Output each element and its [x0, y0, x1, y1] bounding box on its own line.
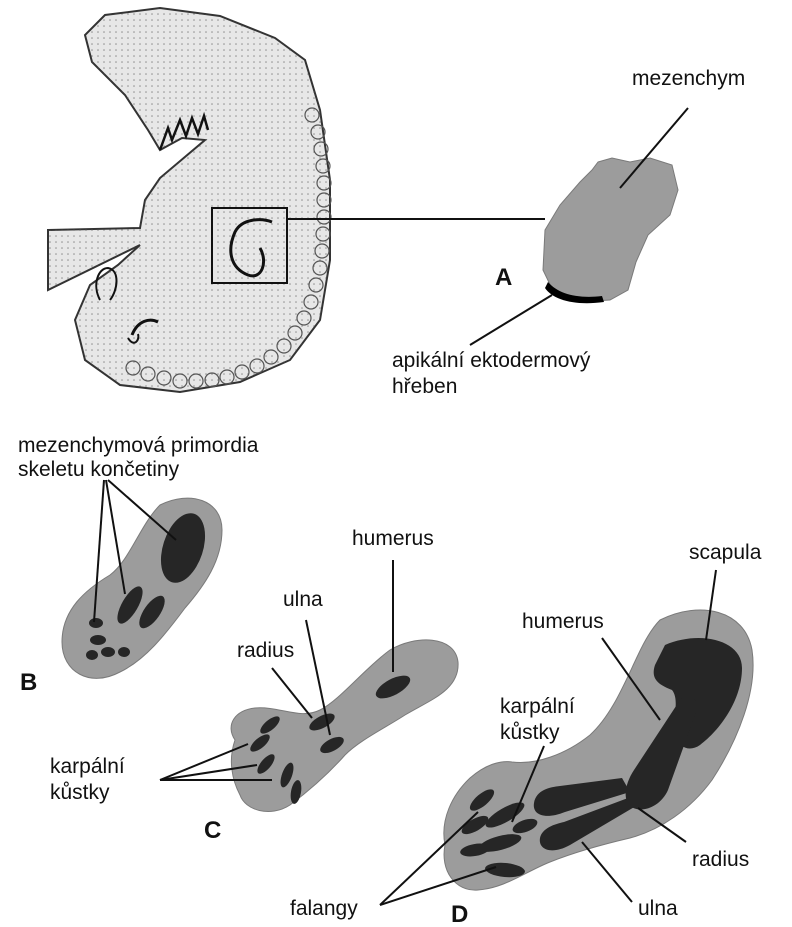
label-radius-c: radius	[237, 639, 294, 662]
limb-bud-a	[470, 108, 688, 345]
label-humerus-d: humerus	[522, 610, 604, 633]
panel-label-c: C	[204, 817, 221, 844]
label-primordia-2: skeletu končetiny	[18, 458, 180, 481]
label-humerus-c: humerus	[352, 527, 434, 550]
label-karpalni-c: karpální	[50, 755, 125, 778]
label-ulna-c: ulna	[283, 588, 323, 611]
label-falangy-d: falangy	[290, 897, 358, 920]
label-primordia: mezenchymová primordia	[18, 434, 259, 457]
label-mezenchym: mezenchym	[632, 67, 745, 90]
label-karpalni-d: karpální	[500, 695, 575, 718]
label-karpalni-c-2: kůstky	[50, 781, 110, 804]
label-radius-d: radius	[692, 848, 749, 871]
label-ulna-d: ulna	[638, 897, 678, 920]
label-apical-ridge-2: hřeben	[392, 375, 457, 398]
label-karpalni-d-2: kůstky	[500, 721, 560, 744]
label-apical-ridge: apikální ektodermový	[392, 349, 591, 372]
panel-label-d: D	[451, 901, 468, 927]
panel-label-a: A	[495, 264, 512, 291]
panel-label-b: B	[20, 669, 37, 696]
limb-b	[62, 480, 222, 678]
label-scapula-d: scapula	[689, 541, 762, 564]
embryo-drawing	[48, 8, 545, 392]
